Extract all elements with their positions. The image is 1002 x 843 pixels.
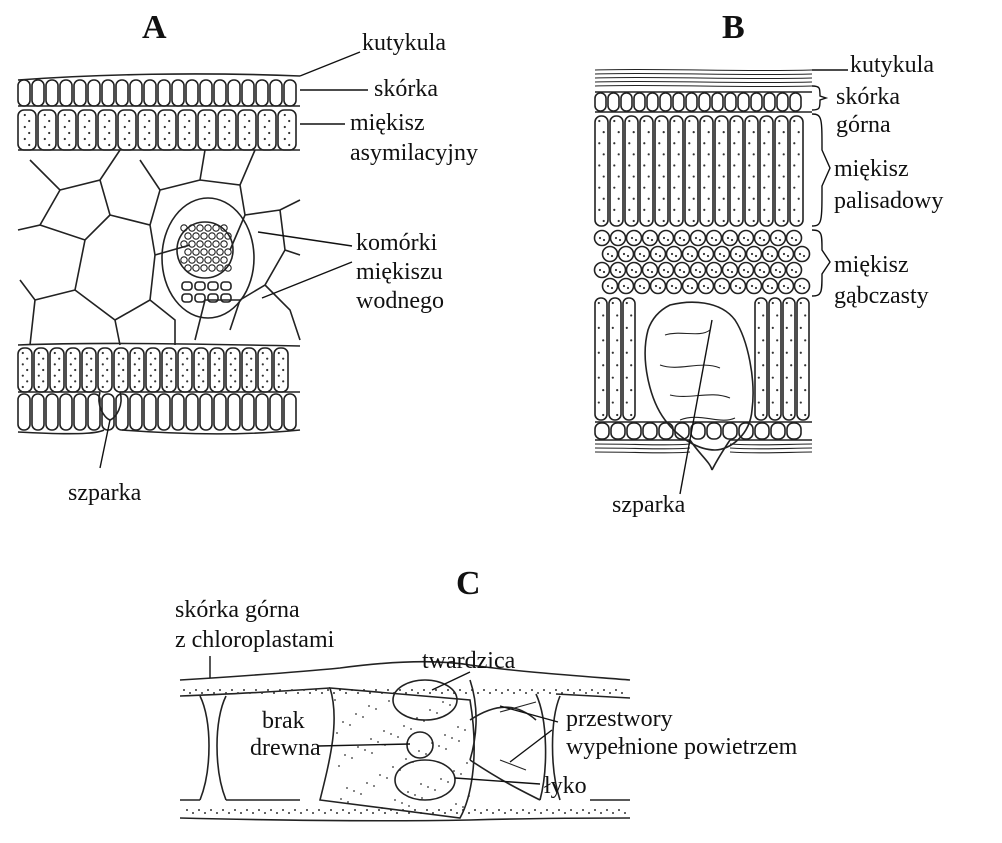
panel-b-label-mesophyll-1: miękisz [834,156,909,182]
panel-c-label-with-chloroplasts: z chloroplastami [175,627,335,653]
panel-b-lower-epidermis [595,423,801,439]
panel-a-label-epidermis: skórka [374,76,438,102]
panel-a-drawing [18,74,300,434]
panel-b: B kutykula skórka górna miękisz palisado… [595,9,944,518]
panel-b-letter: B [722,9,745,46]
panel-c-label-phloem: łyko [544,773,587,799]
panel-a-label-stoma: szparka [68,480,142,506]
panel-b-lower-palisade [595,298,809,420]
panel-a-label-water: wodnego [356,288,444,314]
panel-b-label-spongy: gąbczasty [834,283,929,309]
panel-b-drawing [595,69,813,470]
panel-b-palisade [595,116,803,226]
panel-b-upper-epidermis [595,93,801,111]
panel-c-label-filled-with-air: wypełnione powietrzem [566,734,798,760]
panel-a-label-mesophyll: miękisz [350,110,425,136]
panel-a-label-assimilating: asymilacyjny [350,140,478,166]
panel-b-label-epidermis: skórka [836,84,900,110]
panel-c-label-lack: brak [262,708,305,734]
panel-c-phloem [395,760,455,800]
panel-a-label-cuticle: kutykula [362,30,446,56]
panel-b-stoma [690,440,730,470]
panel-a-letter: A [142,9,167,46]
panel-b-label-cuticle: kutykula [850,52,934,78]
panel-b-label-upper: górna [836,112,891,138]
panel-a-lower-epidermis [18,394,296,430]
panel-a-vascular-bundle [162,198,254,318]
panel-a-cuticle-line [18,74,300,80]
panel-b-cuticle-lines [595,69,812,86]
panel-c-bundle-region [320,688,474,818]
panel-a-upper-mesophyll [18,110,296,150]
panel-a-upper-epidermis [18,80,296,106]
panel-c-label-sclerenchyma: twardzica [422,648,516,674]
panel-c-label-xylem: drewna [250,735,321,761]
panel-b-label-mesophyll-2: miękisz [834,252,909,278]
panel-b-spongy [595,231,810,294]
panel-a: A [18,9,478,506]
panel-b-label-palisade: palisadowy [834,188,943,214]
panel-c-label-upper-epidermis: skórka górna [175,597,300,623]
panel-c-sclerenchyma [393,680,457,720]
panel-c-letter: C [456,565,481,602]
panel-a-label-cells: komórki [356,230,438,256]
panel-c: C skórka górna z chloropl [175,565,798,821]
panel-c-label-air-spaces: przestwory [566,706,673,732]
panel-a-water-parenchyma [18,150,300,345]
panel-a-label-parenchyma: miękiszu [356,259,443,285]
panel-b-label-stoma: szparka [612,492,686,518]
panel-c-pillar-left [200,696,226,800]
panel-a-lower-mesophyll [18,348,288,392]
panel-c-xylem-gap [407,732,433,758]
